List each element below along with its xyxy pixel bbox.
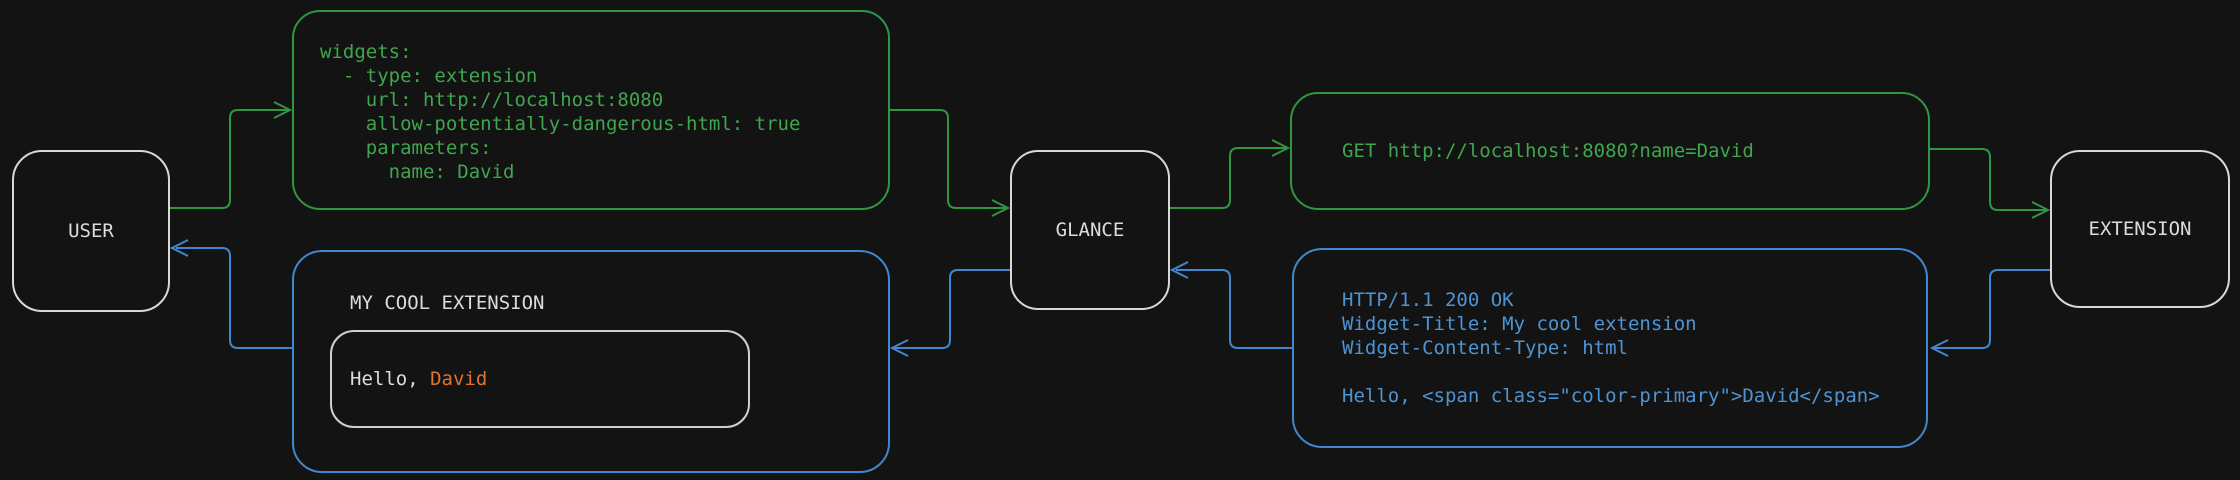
- arrowhead-user-to-config-icon: [273, 101, 293, 119]
- arrow-glance-to-widget: [894, 269, 1010, 349]
- greeting-name: David: [430, 368, 488, 390]
- widget-inner-box: Hello, David: [330, 330, 750, 428]
- arrow-widget-to-user: [176, 247, 292, 349]
- get-request-text: GET http://localhost:8080?name=David: [1342, 140, 1754, 162]
- arrow-response-to-glance: [1176, 269, 1292, 349]
- arrowhead-extension-to-response-icon: [1929, 339, 1949, 357]
- widget-greeting: Hello, David: [332, 367, 487, 391]
- extension-node: EXTENSION: [2050, 150, 2230, 308]
- user-node: USER: [12, 150, 170, 312]
- arrow-request-to-extension: [1930, 148, 2046, 211]
- widget-title: MY COOL EXTENSION: [350, 292, 545, 314]
- glance-node: GLANCE: [1010, 150, 1170, 310]
- arrowhead-request-to-extension-icon: [2031, 201, 2051, 219]
- http-response-code: HTTP/1.1 200 OK Widget-Title: My cool ex…: [1342, 289, 1880, 407]
- config-yaml-box: widgets: - type: extension url: http://l…: [292, 10, 890, 210]
- extension-node-label: EXTENSION: [2088, 218, 2192, 240]
- arrowhead-response-to-glance-icon: [1169, 261, 1189, 279]
- arrowhead-config-to-glance-icon: [991, 199, 1011, 217]
- user-node-label: USER: [68, 220, 114, 242]
- get-request-box: GET http://localhost:8080?name=David: [1290, 92, 1930, 210]
- arrow-config-to-glance: [890, 109, 1006, 209]
- arrow-user-to-config: [170, 109, 288, 209]
- greeting-prefix: Hello,: [350, 368, 431, 390]
- arrowhead-widget-to-user-icon: [169, 239, 189, 257]
- arrow-extension-to-response: [1934, 269, 2050, 349]
- http-response-box: HTTP/1.1 200 OK Widget-Title: My cool ex…: [1292, 248, 1928, 448]
- arrow-glance-to-request: [1170, 147, 1286, 209]
- arrowhead-glance-to-widget-icon: [889, 339, 909, 357]
- arrowhead-glance-to-request-icon: [1271, 139, 1291, 157]
- config-yaml-code: widgets: - type: extension url: http://l…: [320, 41, 801, 183]
- glance-node-label: GLANCE: [1055, 219, 1125, 241]
- widget-preview-box: MY COOL EXTENSION Hello, David: [292, 250, 890, 473]
